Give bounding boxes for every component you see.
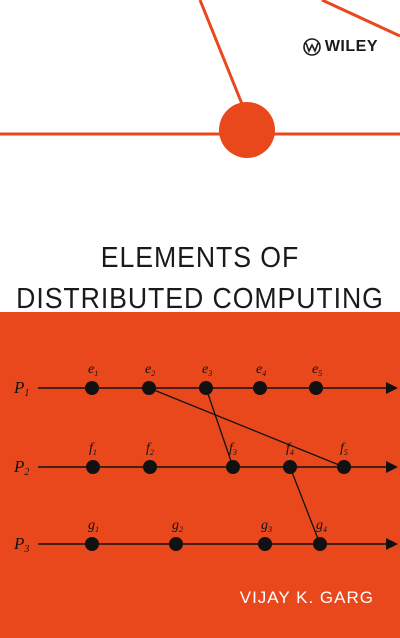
event-dot-f2 [143,460,157,474]
event-label-e5: e5 [312,362,322,378]
message-arrow-f4-g4 [289,466,321,545]
event-label-e2: e2 [145,362,155,378]
event-dot-e4 [253,381,267,395]
event-dot-g2 [169,537,183,551]
event-label-g4: g4 [316,518,327,534]
corner-line [321,0,400,38]
event-label-e3: e3 [202,362,212,378]
publisher-logo: WILEY [303,38,378,56]
event-label-f2: f2 [146,441,154,457]
process-label-2: P2 [13,457,29,478]
message-arrow-e3-f3 [205,387,234,468]
event-label-e4: e4 [256,362,266,378]
event-label-f4: f4 [286,441,294,457]
large-circle [219,102,275,158]
event-dot-e3 [199,381,213,395]
event-label-g3: g3 [261,518,272,534]
title-line-1: ELEMENTS OF [100,242,300,274]
event-label-g2: g2 [172,518,183,534]
publisher-name: WILEY [324,38,378,55]
author-name: VIJAY K. GARG [239,588,374,607]
process-arrow-icon [386,538,398,550]
process-label-3: P3 [13,534,29,555]
event-label-e1: e1 [88,362,98,378]
diagonal-arrow-line [198,0,244,105]
event-dot-f3 [226,460,240,474]
process-arrow-icon [386,461,398,473]
event-dot-e2 [142,381,156,395]
event-label-f1: f1 [89,441,97,457]
event-label-f5: f5 [340,441,348,457]
title-line-2: DISTRIBUTED COMPUTING [16,283,384,315]
process-label-1: P1 [13,378,29,399]
event-dot-g1 [85,537,99,551]
event-dot-f1 [86,460,100,474]
top-illustration [0,0,400,158]
book-title: ELEMENTS OF DISTRIBUTED COMPUTING [0,238,400,320]
process-arrow-icon [386,382,398,394]
event-label-g1: g1 [88,518,99,534]
message-arrow-e2-f5 [148,387,345,468]
event-dot-f4 [283,460,297,474]
event-dot-g4 [313,537,327,551]
event-dot-f5 [337,460,351,474]
event-label-f3: f3 [229,441,237,457]
wiley-logo [303,38,321,56]
event-dot-g3 [258,537,272,551]
event-dot-e1 [85,381,99,395]
event-dot-e5 [309,381,323,395]
